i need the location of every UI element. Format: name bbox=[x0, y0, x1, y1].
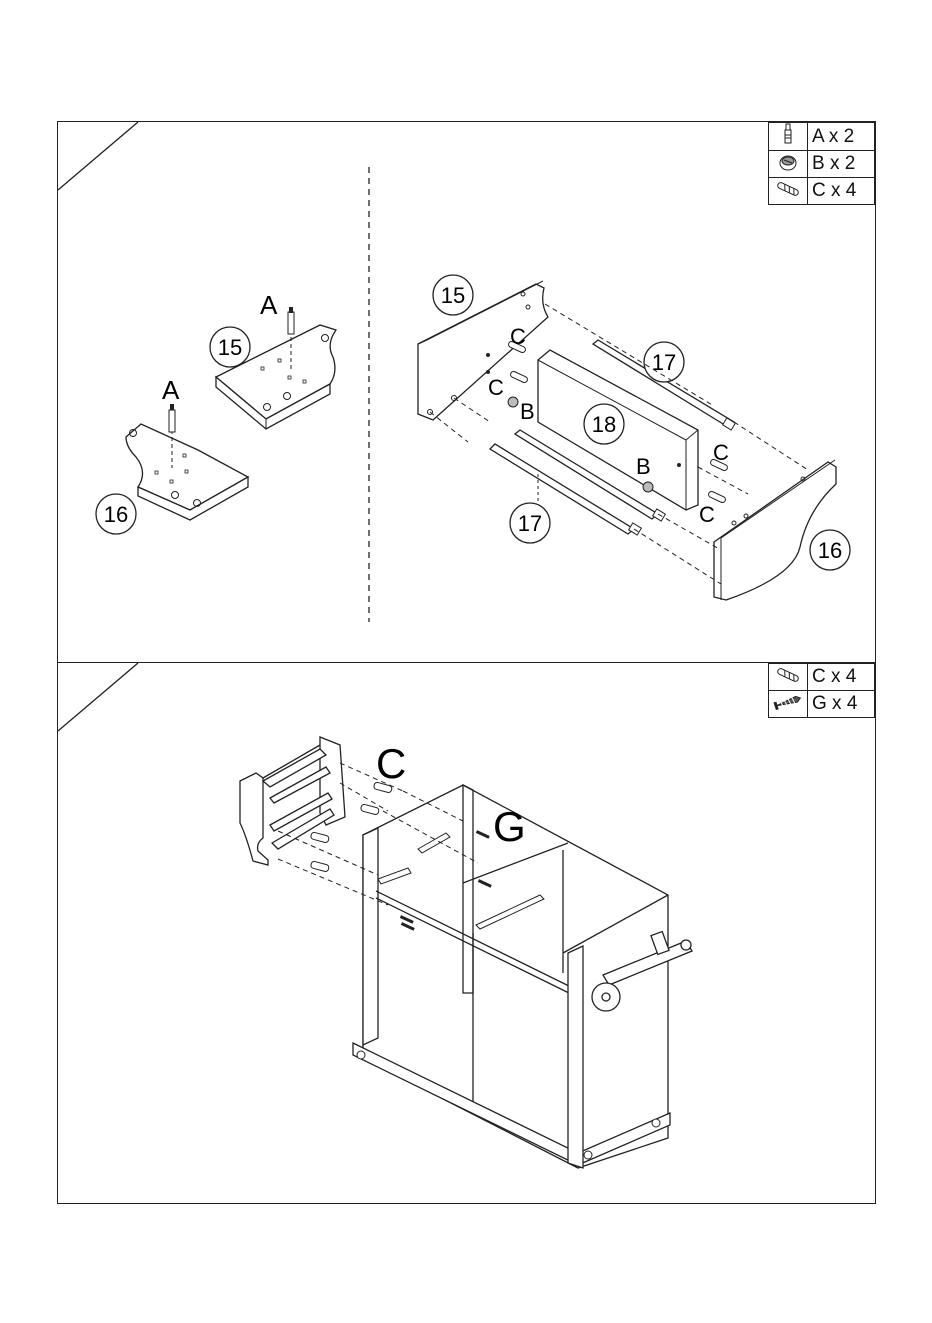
label-c: C bbox=[376, 740, 406, 787]
step-1-panel: A x 2 B x 2 C x 4 bbox=[57, 121, 876, 663]
callout-15-right: 15 bbox=[433, 275, 473, 315]
callout-15-left: 15 bbox=[210, 327, 250, 367]
callout-16-right: 16 bbox=[810, 530, 850, 570]
label-b-2: B bbox=[636, 454, 651, 479]
svg-text:15: 15 bbox=[218, 335, 242, 360]
svg-text:18: 18 bbox=[592, 412, 616, 437]
svg-text:17: 17 bbox=[518, 511, 542, 536]
panel-16-right bbox=[714, 460, 836, 600]
label-c-4: C bbox=[699, 502, 715, 527]
label-a-1: A bbox=[260, 290, 278, 320]
callout-17-bottom: 17 bbox=[510, 503, 550, 543]
svg-text:16: 16 bbox=[104, 502, 128, 527]
svg-text:17: 17 bbox=[652, 350, 676, 375]
label-c-2: C bbox=[488, 375, 504, 400]
panel-16-left bbox=[126, 404, 248, 520]
label-c-3: C bbox=[713, 440, 729, 465]
label-g: G bbox=[493, 803, 526, 850]
callout-18: 18 bbox=[584, 404, 624, 444]
side-rack-assembly bbox=[240, 737, 345, 865]
panel-15-left bbox=[216, 307, 336, 429]
label-c-1: C bbox=[510, 324, 526, 349]
svg-text:16: 16 bbox=[818, 538, 842, 563]
step-1-illustration: 15 A 16 A bbox=[58, 122, 875, 662]
step-2-illustration: C bbox=[58, 663, 875, 1203]
step-2-panel: C x 4 G x 4 C bbox=[57, 662, 876, 1204]
svg-text:15: 15 bbox=[441, 283, 465, 308]
label-b-1: B bbox=[520, 399, 535, 424]
callout-16-left: 16 bbox=[96, 494, 136, 534]
label-a-2: A bbox=[162, 375, 180, 405]
